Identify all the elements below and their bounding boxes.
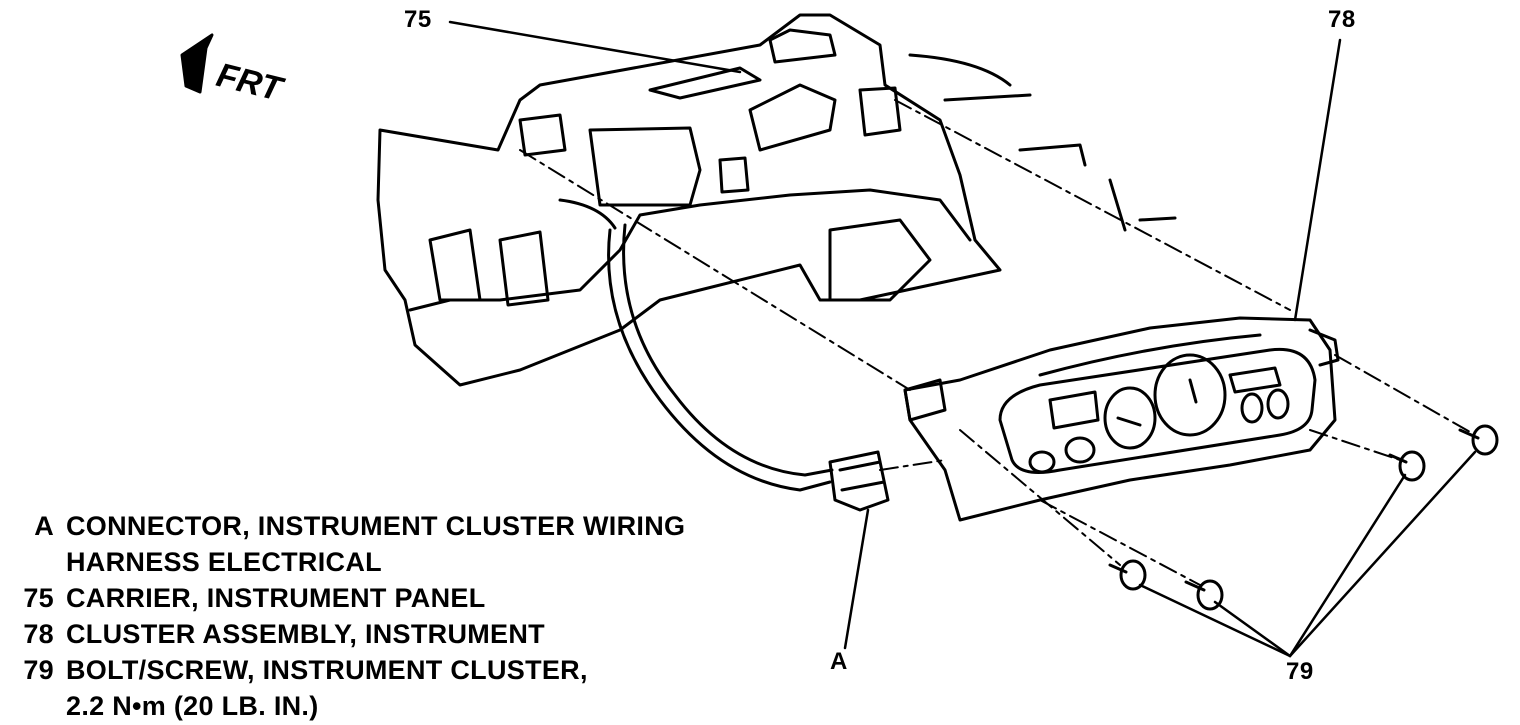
legend-item-79: 79 BOLT/SCREW, INSTRUMENT CLUSTER, [6,652,685,688]
alignment-lines [519,99,1471,586]
instrument-panel-carrier [376,13,1177,387]
cluster-assembly [903,316,1340,522]
connector-a [828,450,890,512]
legend-item-a: A CONNECTOR, INSTRUMENT CLUSTER WIRING [6,508,685,544]
legend-item-79-cont: 2.2 N•m (20 LB. IN.) [6,688,685,724]
legend-item-75: 75 CARRIER, INSTRUMENT PANEL [6,580,685,616]
leader-lines [448,20,1477,658]
wiring-harness [558,198,834,492]
callout-79: 79 [1286,658,1314,685]
legend-text: CARRIER, INSTRUMENT PANEL [66,583,486,613]
callout-78: 78 [1328,6,1356,33]
legend-text: BOLT/SCREW, INSTRUMENT CLUSTER, [66,655,588,685]
callout-75: 75 [404,6,432,33]
bolts-79 [1108,424,1499,611]
legend-key: 75 [23,583,54,613]
callout-a: A [830,648,848,675]
legend-text: 2.2 N•m (20 LB. IN.) [66,691,319,721]
legend-item-a-cont: HARNESS ELECTRICAL [6,544,685,580]
legend-key: 78 [23,619,54,649]
legend-key: 79 [23,655,54,685]
legend-item-78: 78 CLUSTER ASSEMBLY, INSTRUMENT [6,616,685,652]
legend-key: A [34,511,54,541]
legend-text: CLUSTER ASSEMBLY, INSTRUMENT [66,619,545,649]
parts-legend: A CONNECTOR, INSTRUMENT CLUSTER WIRING H… [6,508,685,724]
legend-text: CONNECTOR, INSTRUMENT CLUSTER WIRING [66,511,686,541]
legend-text: HARNESS ELECTRICAL [66,547,382,577]
front-arrow-icon [180,33,214,94]
